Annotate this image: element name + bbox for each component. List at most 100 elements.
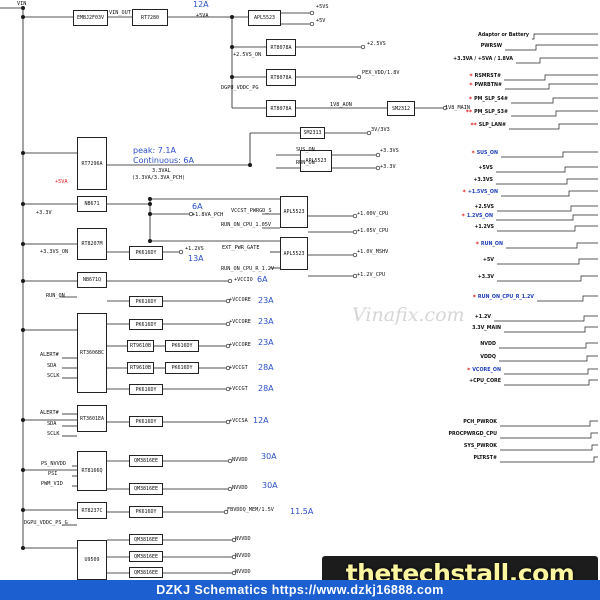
sequence-signal-label: +1.2VS	[474, 225, 494, 230]
net-terminal	[178, 249, 184, 255]
net-label: +1.05V_CPU	[357, 228, 389, 234]
regulator-block: NB671	[77, 196, 107, 212]
regulator-block: RT8078A	[266, 39, 296, 56]
site-banner[interactable]: DZKJ Schematics https://www.dzkj16888.co…	[0, 580, 600, 600]
net-label: +VCCORE	[229, 319, 251, 325]
junction-dot	[230, 45, 234, 49]
net-label: NVVDD	[232, 457, 248, 463]
sequence-signal-label: NVDD	[480, 342, 496, 347]
current-rating: 30A	[261, 452, 277, 461]
waveform	[496, 214, 598, 221]
net-terminal	[442, 105, 448, 111]
waveform	[499, 355, 598, 362]
peak-current-note: peak: 7.1A	[133, 146, 176, 155]
sequence-signal: *PWRBTN#	[362, 83, 502, 89]
regulator-block: QM3816EE	[129, 551, 163, 562]
waveform	[504, 74, 598, 81]
regulator-block: EMBJ2F03V	[73, 10, 108, 26]
net-label: RUN_ON	[296, 160, 315, 166]
current-rating: 13A	[188, 254, 204, 263]
net-label: +VCCORE	[229, 342, 251, 348]
waveform	[500, 444, 598, 451]
sequence-signal-label: +3.3VA / +5VA / 1.8VA	[453, 57, 513, 62]
sequence-signal-label: +3.3VS	[473, 178, 493, 183]
sequence-signal: +3.3VA / +5VA / 1.8VA	[373, 57, 513, 63]
sequence-signal-label: SLP_LAN#	[478, 123, 506, 128]
sequence-signal-label: +3.3V	[477, 275, 494, 280]
net-terminal	[231, 537, 237, 543]
sequence-signal: +5V	[354, 258, 494, 264]
regulator-block: APL5523	[300, 150, 332, 172]
sequence-signal: PCH_PWROK	[357, 420, 497, 426]
required-signal-mark: *	[469, 73, 473, 80]
required-signal-mark: *	[468, 96, 473, 103]
regulator-block: RT8078A	[266, 69, 296, 86]
sequence-signal-label: +5VS	[478, 166, 493, 171]
net-label: PWM_VID	[41, 481, 63, 487]
net-label: +1.00V_CPU	[357, 211, 389, 217]
current-rating: 11.5A	[290, 507, 314, 516]
sequence-signal: PWRSW	[362, 44, 502, 50]
net-label: +5VA	[196, 13, 209, 19]
current-rating: 28A	[258, 363, 274, 372]
net-label: PSI	[48, 471, 58, 477]
waveform	[500, 432, 598, 439]
net-label: +5VA	[55, 179, 68, 185]
sequence-signal-label: VCORE_ON	[472, 368, 501, 373]
sequence-signal-label: RSMRST#	[474, 74, 501, 79]
junction-dot	[230, 15, 234, 19]
waveform	[509, 123, 598, 130]
net-terminal	[225, 419, 231, 425]
net-label: +1.0V_MSHV	[357, 249, 389, 255]
net-label: FBVDDQ_MEM/1.5V	[227, 507, 274, 513]
sequence-signal-label: PM_SLP_S4#	[474, 97, 508, 102]
net-label: NVVDD	[235, 569, 251, 575]
regulator-block: RT8207M	[77, 228, 107, 260]
net-terminal	[375, 152, 381, 158]
net-label: +2.5VS_ON	[233, 52, 262, 58]
sequence-signal: *RUN_ON	[363, 242, 503, 248]
waveform	[504, 368, 598, 375]
net-label: +1.2VS	[185, 246, 204, 252]
sequence-signal: PROCPWRGD_CPU	[357, 432, 497, 438]
sequence-signal-label: +CPU_CORE	[469, 379, 501, 384]
regulator-block: PK616DY	[129, 384, 163, 395]
waveform	[501, 190, 598, 197]
regulator-block: PK616DY	[129, 319, 163, 330]
required-signal-mark: **	[465, 109, 473, 116]
regulator-block: QM3816EE	[129, 534, 163, 545]
net-terminal	[366, 130, 372, 136]
regulator-block: U9509	[77, 540, 107, 580]
required-signal-mark: **	[470, 122, 477, 129]
current-rating: 6A	[257, 275, 268, 284]
net-label: +1.8VA_PCH	[192, 212, 224, 218]
sequence-signal: *1.2VS_ON	[353, 214, 493, 220]
junction-dot	[21, 546, 25, 550]
net-label: +5VS	[316, 4, 329, 10]
regulator-block: APL5523	[280, 196, 308, 228]
regulator-block: RT8237C	[77, 502, 107, 519]
regulator-block: RT3606BC	[77, 313, 107, 393]
net-label: SDA	[47, 421, 57, 427]
net-terminal	[352, 273, 358, 279]
regulator-block: QM3816EE	[129, 567, 163, 578]
waveform	[505, 44, 598, 51]
net-label: +5V	[316, 18, 326, 24]
regulator-block: SM2312	[387, 101, 415, 116]
sequence-signal-label: PCH_PWROK	[463, 420, 497, 425]
net-label: +2.5VS	[367, 41, 386, 47]
net-label: +VCCIO	[234, 277, 253, 283]
sequence-signal-label: RUN_ON	[480, 242, 503, 247]
net-label: +VCCGT	[229, 365, 248, 371]
junction-dot	[21, 151, 25, 155]
required-signal-mark: *	[472, 294, 476, 301]
waveform	[497, 275, 598, 282]
net-label: +3.3VS_ON	[40, 249, 69, 255]
waveform	[506, 242, 598, 249]
net-terminal	[360, 44, 366, 50]
sequence-signal-label: PROCPWRGD_CPU	[448, 432, 497, 437]
junction-dot	[230, 75, 234, 79]
waveform	[511, 97, 598, 104]
sequence-signal: *VCORE_ON	[361, 368, 501, 374]
net-terminal	[356, 74, 362, 80]
